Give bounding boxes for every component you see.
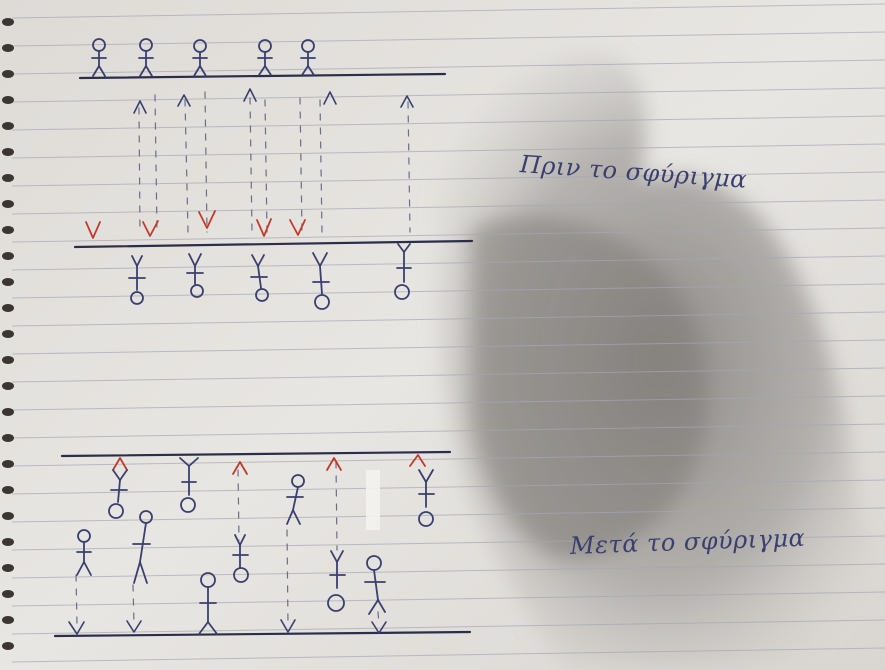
dashed-paths bbox=[138, 91, 411, 233]
ruled-lines bbox=[11, 3, 885, 663]
middle-line bbox=[73, 239, 474, 249]
down-arrow-icons bbox=[85, 210, 306, 239]
upside-down-figure-icon bbox=[418, 469, 435, 527]
inverted-figures bbox=[128, 243, 412, 310]
blue-down-arrow-icons bbox=[68, 619, 387, 635]
upside-down-figure-icon bbox=[250, 254, 269, 302]
before-diagram bbox=[73, 38, 474, 310]
erased-mark bbox=[366, 470, 380, 530]
upside-down-figure-icon bbox=[179, 457, 199, 513]
stick-figure-icon bbox=[257, 39, 273, 76]
stick-figure-icon bbox=[300, 39, 316, 76]
upright-figures bbox=[91, 38, 316, 77]
dashed-paths-bottom bbox=[75, 461, 380, 626]
upside-down-figure-icon bbox=[186, 253, 204, 298]
stick-figure-icon bbox=[192, 39, 208, 77]
upside-down-figure-icon bbox=[232, 534, 249, 583]
upside-down-figure-icon bbox=[312, 252, 330, 310]
upside-down-figure-icon bbox=[108, 469, 128, 519]
bottom-top-line bbox=[60, 450, 452, 458]
stick-figure-icon bbox=[286, 474, 305, 525]
top-line bbox=[78, 72, 447, 80]
after-diagram bbox=[53, 450, 472, 638]
stick-figure-icon bbox=[76, 529, 92, 576]
bottom-floor-line bbox=[53, 630, 472, 638]
stick-figure-icon bbox=[364, 555, 386, 615]
up-arrow-icons bbox=[133, 88, 414, 114]
upside-down-figure-icon bbox=[128, 255, 146, 305]
hand-shadow bbox=[435, 51, 885, 670]
upside-down-figure-icon bbox=[327, 550, 346, 612]
red-up-arrow-icons bbox=[112, 454, 426, 475]
bottom-figures bbox=[76, 457, 435, 635]
spiral-holes bbox=[2, 18, 14, 650]
stick-figure-icon bbox=[198, 572, 218, 635]
stick-figure-icon bbox=[138, 38, 154, 77]
stick-figure-icon bbox=[91, 38, 107, 77]
stick-figure-icon bbox=[132, 510, 153, 584]
upside-down-figure-icon bbox=[394, 243, 412, 300]
